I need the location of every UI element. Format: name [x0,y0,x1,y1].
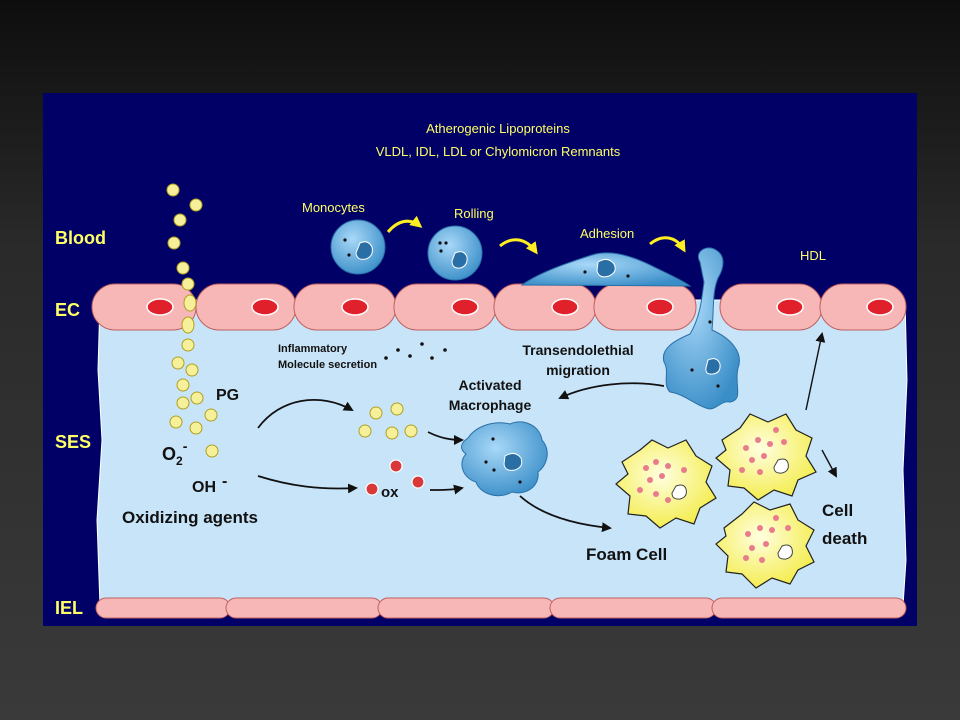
arrow-rolling-to-adhesion [499,238,538,255]
arrow-pg-to-lipoproteins [257,398,354,429]
endothelial-cell [819,283,907,331]
nucleus [866,298,894,316]
dying-foam-cell [715,413,817,501]
foam-cell [615,439,717,529]
transendothelial-label-2: migration [546,362,610,378]
pg-label: PG [216,387,239,404]
nucleus [451,298,479,316]
nucleus [146,298,174,316]
cell-death-label-2: death [822,529,867,548]
transmigrating-monocyte [662,247,740,410]
cell-death-label-1: Cell [822,501,853,520]
endothelial-cell [493,283,597,331]
arrow-to-cell-death [821,449,837,478]
arrow-foam-cell-to-hdl [805,332,826,411]
oh-label: OH- [192,473,227,496]
ox-label: ox [381,484,399,501]
endothelial-cell [91,283,197,331]
nucleus [776,298,804,316]
endothelial-cell [195,283,297,331]
nucleus [341,298,369,316]
lipoprotein-cluster [358,402,418,440]
adhesion-label: Adhesion [580,226,634,241]
title-line-2: VLDL, IDL, LDL or Chylomicron Remnants [376,144,621,159]
adhering-monocyte [520,252,692,287]
oxidizing-agents-label: Oxidizing agents [122,508,258,527]
activated-macrophage-label-1: Activated [458,377,521,393]
transendothelial-label-1: Transendolethial [522,342,633,358]
internal-elastic-lamina [95,597,907,619]
iel-label: IEL [55,598,83,618]
inflammatory-molecules [384,342,447,360]
ses-label: SES [55,432,91,452]
blood-label: Blood [55,228,106,248]
inflammatory-label-2: Molecule secretion [278,359,377,371]
endothelial-cell [393,283,497,331]
nucleus [251,298,279,316]
monocyte [330,219,386,275]
title-line-1: Atherogenic Lipoproteins [426,121,570,136]
arrow-ox-to-macrophage [429,484,464,495]
arrow-monocyte-to-rolling [386,215,423,233]
rolling-monocyte [427,225,483,281]
inflammatory-label-1: Inflammatory [278,343,348,355]
arrow-oxidizing-to-ox [257,475,358,494]
arrow-adhesion-to-migration [649,236,686,253]
arrow-lipoproteins-to-macrophage [427,431,464,445]
arrow-migration-to-macrophage [558,382,665,400]
dying-foam-cell [715,501,815,589]
rolling-label: Rolling [454,206,494,221]
hdl-label: HDL [800,248,826,263]
nucleus [646,298,674,316]
activated-macrophage-label-2: Macrophage [449,397,532,413]
monocytes-label: Monocytes [302,200,365,215]
nucleus [551,298,579,316]
arrow-macrophage-to-foam-cell [519,495,612,533]
endothelial-cell [719,283,823,331]
o2-label: O2- [162,438,188,468]
oxidized-ldl-particles [365,459,425,496]
lipoprotein-particles [166,183,219,458]
foam-cell-label: Foam Cell [586,545,667,564]
ec-label: EC [55,300,80,320]
endothelial-cell [593,283,697,331]
endothelial-layer [91,283,907,331]
activated-macrophage [461,421,548,497]
